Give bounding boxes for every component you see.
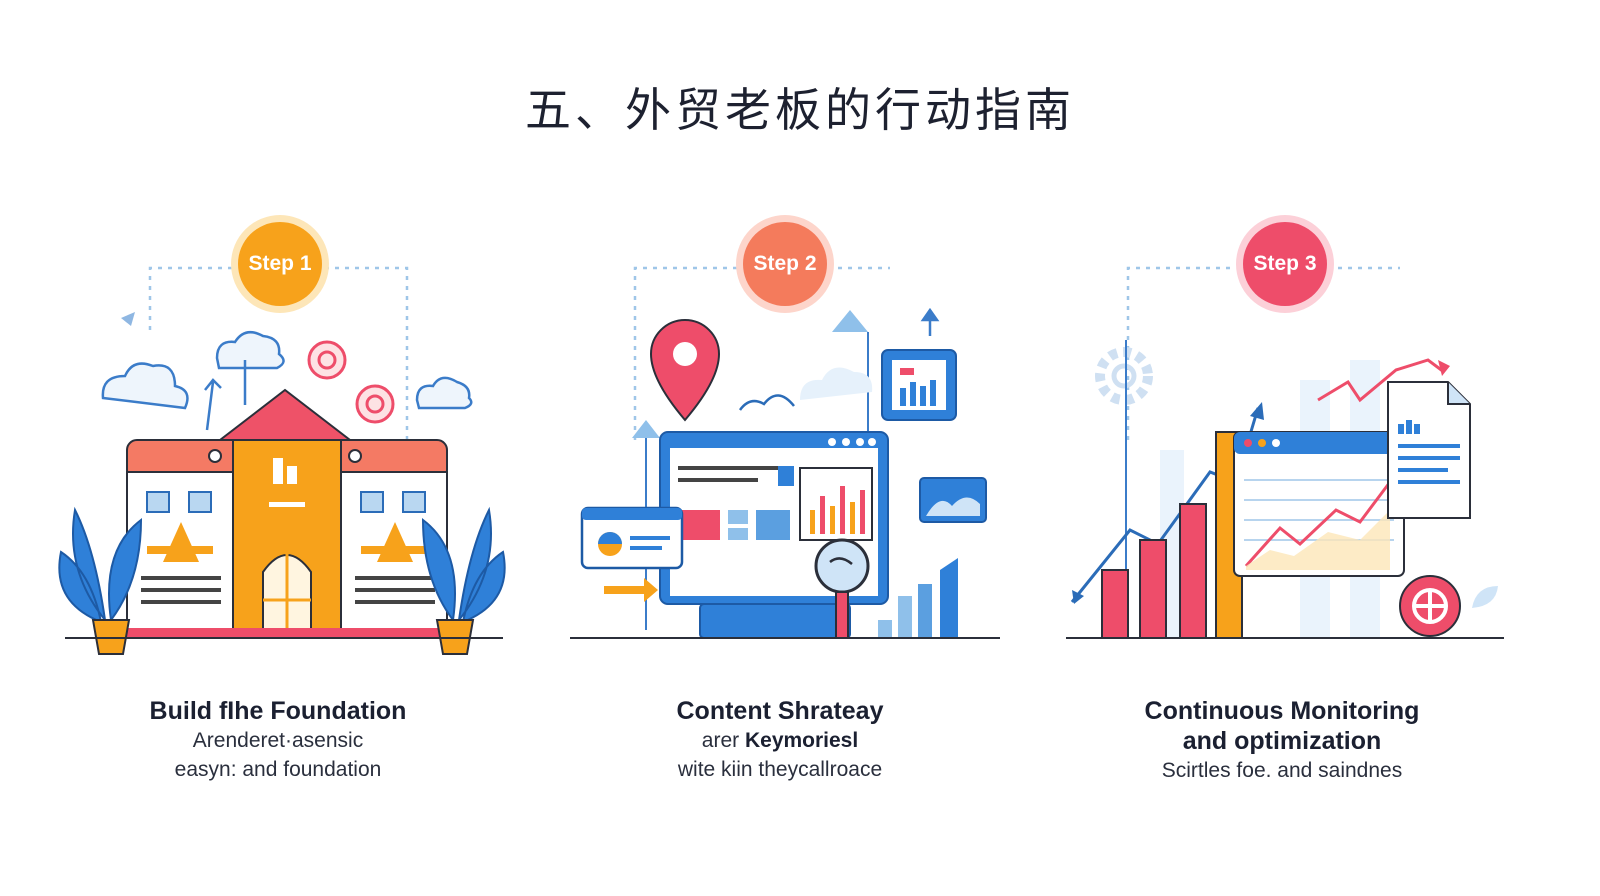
step-3-caption: Continuous Monitoring and optimization S… (1052, 696, 1512, 785)
location-pin-icon (649, 319, 721, 422)
step-2-panel: Step 2 (560, 210, 1020, 660)
building-icon (126, 388, 448, 639)
step-2-illustration (570, 266, 1000, 639)
magnifier-icon (814, 538, 870, 639)
step-1-line-1: Arenderet·asensic (192, 729, 364, 752)
step-2-line-1-prefix: arer (701, 729, 745, 752)
step-1-illustration (58, 266, 506, 655)
step-3-badge: Step 3 (1243, 222, 1327, 306)
step-1-line-2: easyn: and foundation (174, 758, 382, 781)
step-3-line-1: Scirtles foe. and saindnes (1161, 759, 1403, 782)
monitor-icon (659, 431, 889, 639)
step-2-line-1: arer Keymoriesl (550, 726, 1010, 755)
step-1-badge: Step 1 (238, 222, 322, 306)
step-1-caption: Build fIhe Foundation Arenderet·asensic … (48, 696, 508, 784)
bar-chart-icon (878, 558, 958, 638)
gear-icon (1095, 347, 1153, 405)
step-3-illustration (1066, 266, 1504, 639)
target-icon (307, 340, 395, 424)
step-1-panel: Step 1 (55, 210, 515, 660)
step-2-badge: Step 2 (743, 222, 827, 306)
step-3-title-1: Continuous Monitoring (1144, 697, 1420, 725)
step-2-line-2: wite kiin theycallroace (677, 758, 883, 781)
step-2-line-1-bold: Keymoriesl (744, 729, 859, 752)
step-3-panel: Step 3 (1060, 210, 1520, 660)
step-1-title: Build fIhe Foundation (149, 697, 407, 725)
cloud-icon (101, 330, 473, 410)
step-2-caption: Content Shrateay arer Keymoriesl wite ki… (550, 696, 1010, 784)
target-icon (1399, 575, 1461, 637)
step-2-title: Content Shrateay (676, 697, 884, 725)
step-3-title-2: and optimization (1182, 727, 1382, 755)
page-title: 五、外贸老板的行动指南 (525, 83, 1075, 137)
document-icon (1387, 381, 1471, 519)
